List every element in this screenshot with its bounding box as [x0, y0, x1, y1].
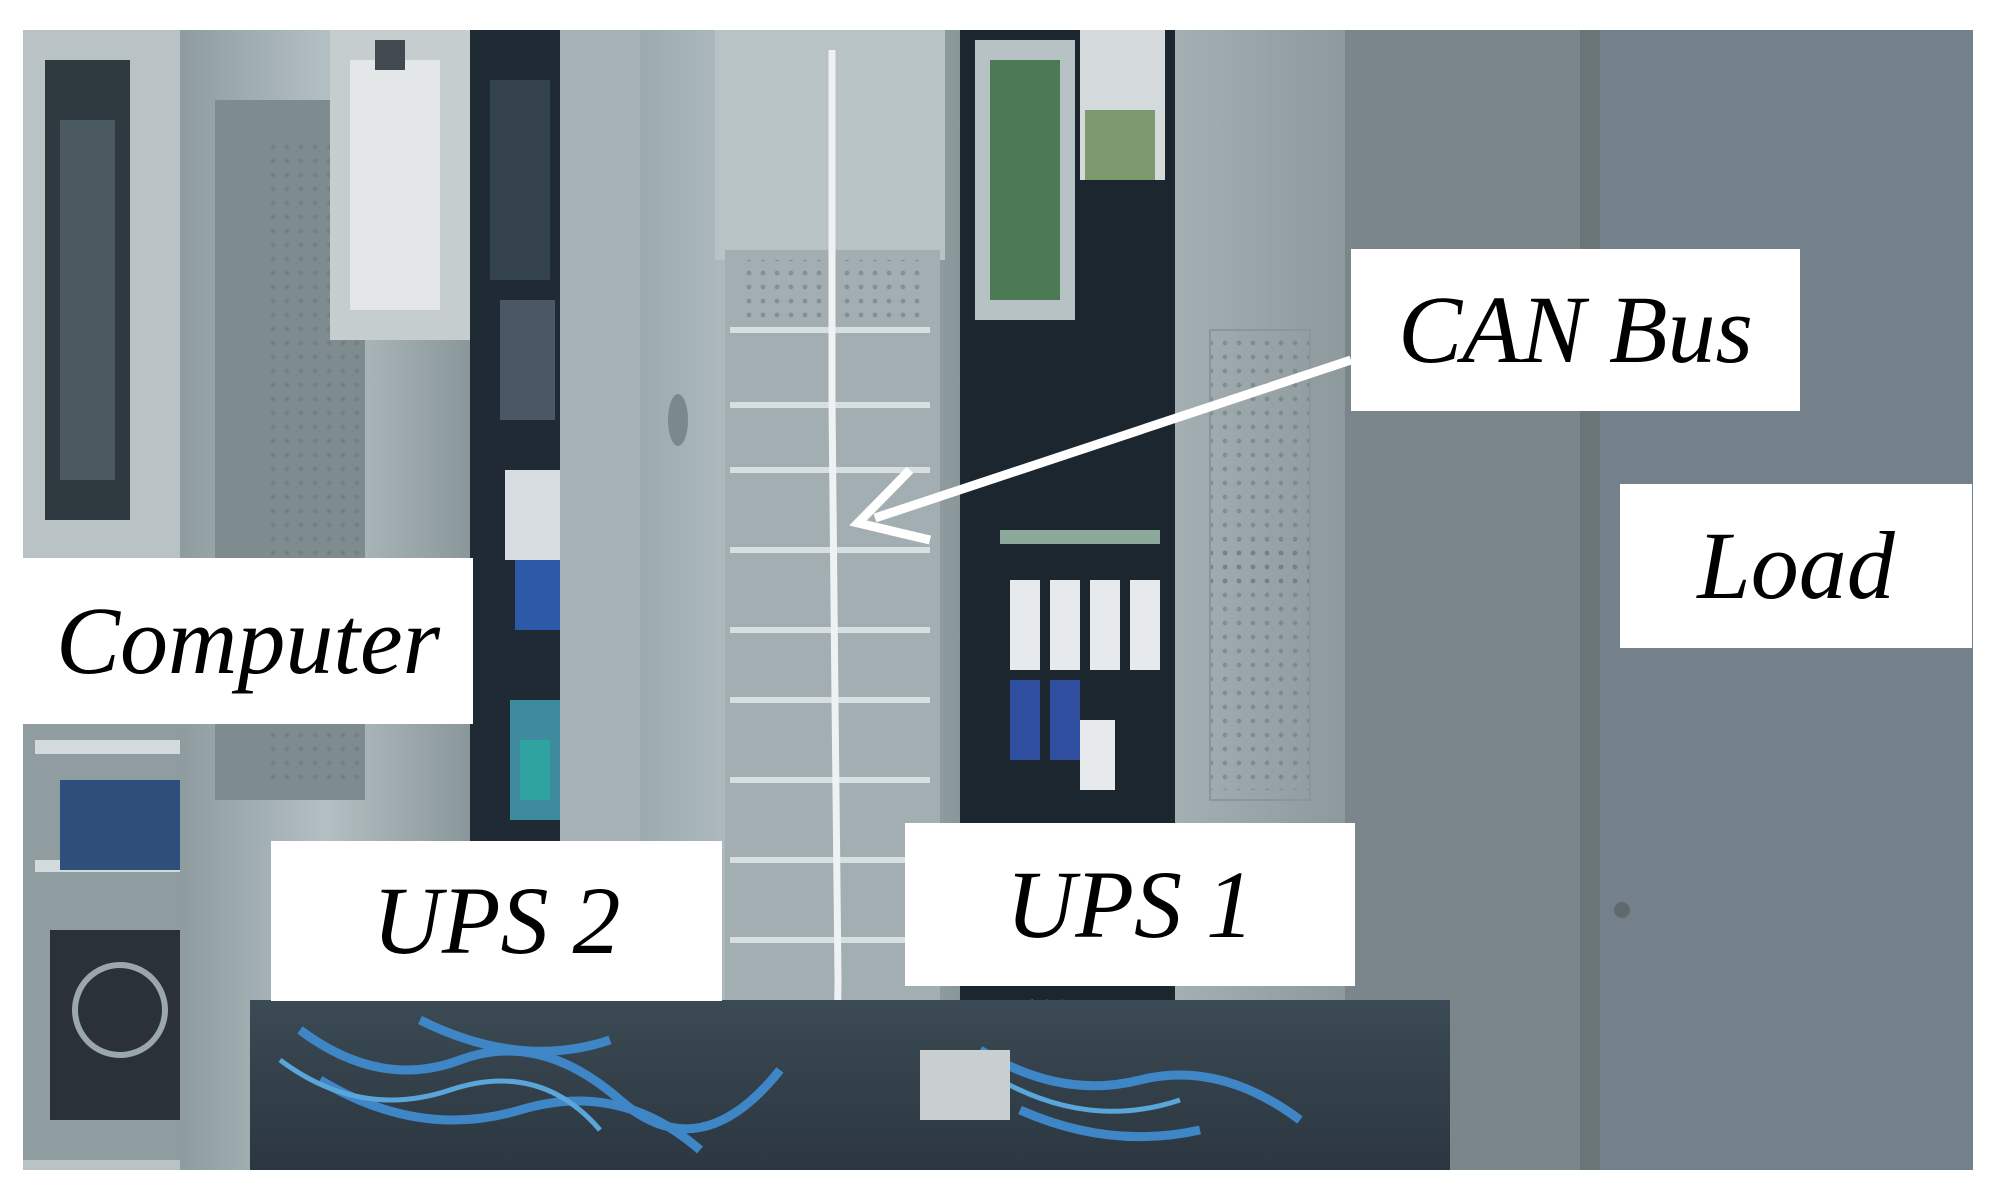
ups1-label-text: UPS 1: [1006, 850, 1254, 958]
can-bus-label-text: CAN Bus: [1398, 276, 1753, 383]
load-label: Load: [1620, 484, 1972, 648]
ups2-label-text: UPS 2: [372, 867, 621, 974]
computer-label-text: Computer: [56, 587, 440, 694]
computer-label: Computer: [23, 558, 473, 724]
ups1-label: UPS 1: [905, 823, 1355, 986]
load-label-text: Load: [1697, 512, 1895, 619]
ups2-label: UPS 2: [271, 841, 722, 1001]
can-bus-label: CAN Bus: [1351, 249, 1800, 411]
